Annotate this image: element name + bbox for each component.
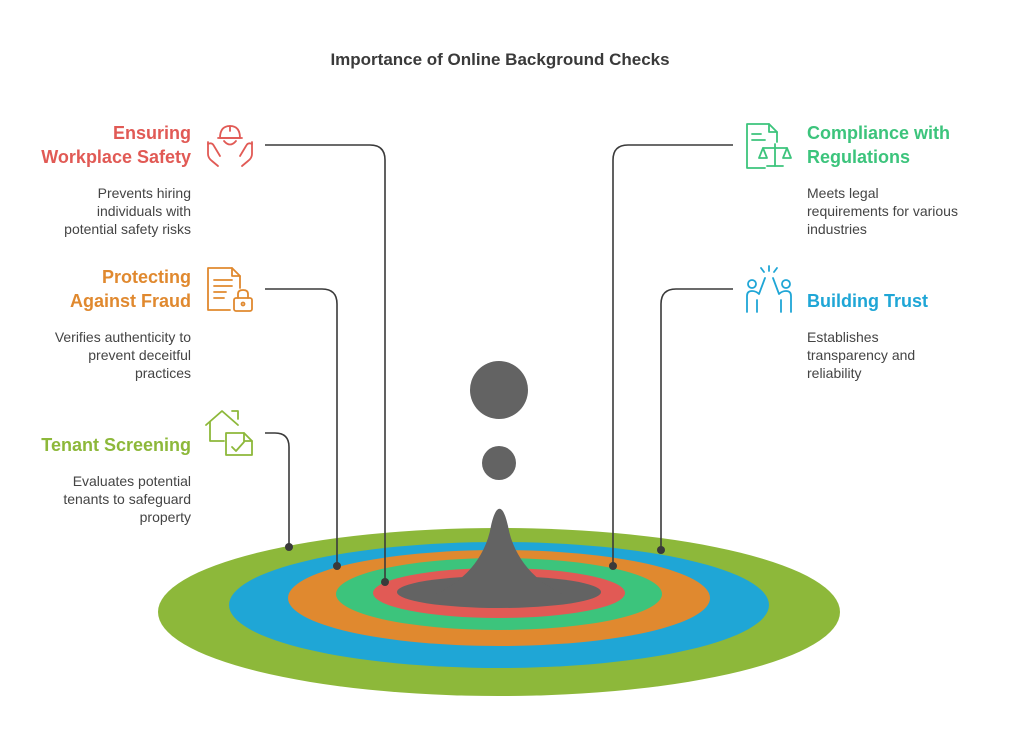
drop-large	[470, 361, 528, 419]
compliance-heading: Compliance with Regulations	[807, 123, 951, 167]
tenant-description: Evaluates potential tenants to safeguard…	[63, 473, 191, 525]
house-document-check-icon	[205, 410, 253, 456]
tenant-heading: Tenant Screening	[41, 435, 191, 455]
trust-heading: Building Trust	[807, 291, 928, 311]
connector-trust	[660, 288, 733, 550]
document-lock-icon	[207, 267, 253, 312]
document-scales-icon	[746, 123, 792, 169]
connector-dot-fraud	[333, 562, 341, 570]
connector-compliance	[612, 144, 733, 566]
trust-description: Establishes transparency and reliability	[807, 329, 916, 381]
connector-workplace-safety	[265, 144, 386, 582]
fraud-heading: Protecting Against Fraud	[69, 267, 191, 311]
connector-fraud	[265, 288, 338, 566]
connector-dot-tenant	[285, 543, 293, 551]
high-five-icon	[746, 265, 792, 313]
diagram-title: Importance of Online Background Checks	[330, 50, 670, 69]
workplace-safety-heading: Ensuring Workplace Safety	[41, 123, 191, 167]
drop-small	[482, 446, 516, 480]
connector-tenant	[265, 432, 290, 547]
connector-dot-workplace-safety	[381, 578, 389, 586]
connector-dot-trust	[657, 546, 665, 554]
compliance-description: Meets legal requirements for various ind…	[807, 185, 958, 237]
hands-hardhat-icon	[207, 125, 253, 167]
connector-dot-compliance	[609, 562, 617, 570]
fraud-description: Verifies authenticity to prevent deceitf…	[54, 329, 191, 381]
workplace-safety-description: Prevents hiring individuals with potenti…	[64, 185, 191, 237]
splash-peak	[436, 508, 562, 594]
